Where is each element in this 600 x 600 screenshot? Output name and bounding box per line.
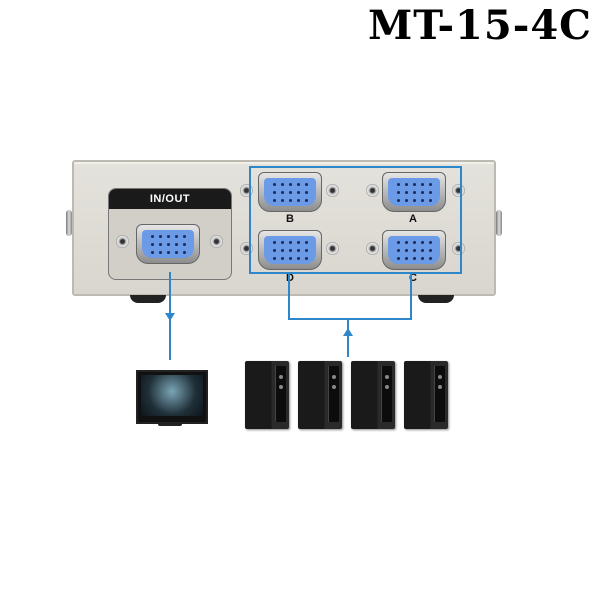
port-label-b: B xyxy=(286,213,294,225)
monitor-stand xyxy=(158,422,182,426)
model-title: MT-15-4C xyxy=(368,2,592,49)
screw-icon xyxy=(326,184,339,197)
port-label-a: A xyxy=(409,213,417,225)
vga-switch-device: IN/OUT B A xyxy=(66,160,502,303)
vga-port-inout xyxy=(136,224,200,264)
left-knob xyxy=(66,210,72,236)
arrow-up-icon xyxy=(343,328,353,336)
computer-icon xyxy=(298,361,342,429)
foot-right xyxy=(418,295,454,303)
vga-port-c xyxy=(382,230,446,270)
foot-left xyxy=(130,295,166,303)
computer-icon xyxy=(245,361,289,429)
vga-port-b xyxy=(258,172,322,212)
vga-port-d xyxy=(258,230,322,270)
screw-icon xyxy=(326,242,339,255)
screw-icon xyxy=(366,184,379,197)
inout-panel: IN/OUT xyxy=(108,188,232,280)
computer-icon xyxy=(351,361,395,429)
screw-icon xyxy=(210,235,223,248)
monitor-icon xyxy=(136,370,208,424)
port-label-c: C xyxy=(409,272,417,284)
screw-icon xyxy=(116,235,129,248)
input-connection-line xyxy=(347,319,349,357)
vga-port-a xyxy=(382,172,446,212)
input-connection-bracket xyxy=(288,272,412,320)
screw-icon xyxy=(366,242,379,255)
input-ports-highlight xyxy=(249,166,462,274)
computer-icon xyxy=(404,361,448,429)
inout-label: IN/OUT xyxy=(109,189,231,209)
right-knob xyxy=(496,210,502,236)
arrow-down-icon xyxy=(165,313,175,321)
